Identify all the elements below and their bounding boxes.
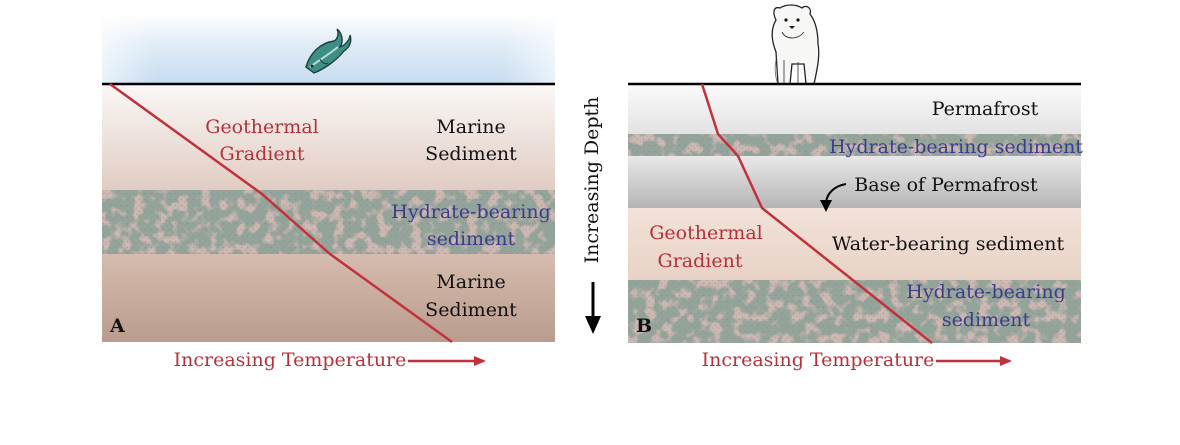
temperature-label-b: Increasing Temperature bbox=[702, 349, 935, 371]
depth-arrow-head bbox=[585, 316, 601, 334]
geothermal-gradient-line-b bbox=[700, 83, 933, 344]
hydrate-bottom-label-line1: Hydrate-bearing bbox=[906, 281, 1065, 303]
panel-letter-a: A bbox=[109, 315, 125, 337]
marine-top-label-line1: Marine bbox=[436, 116, 505, 138]
hydrate-label-a-line2: sediment bbox=[427, 228, 516, 250]
geothermal-label-b-line2: Gradient bbox=[658, 250, 743, 272]
base-permafrost-layer bbox=[628, 156, 1081, 208]
geothermal-label-a-line1: Geothermal bbox=[205, 116, 318, 138]
panel-b: Permafrost Hydrate-bearing sediment Base… bbox=[628, 4, 1083, 371]
polar-bear-icon bbox=[771, 4, 820, 85]
panel-a: Geothermal Gradient Marine Sediment Hydr… bbox=[102, 14, 555, 371]
hydrate-top-label: Hydrate-bearing sediment bbox=[829, 136, 1083, 158]
depth-axis: Increasing Depth bbox=[581, 97, 603, 334]
panel-letter-b: B bbox=[636, 315, 652, 337]
hydrate-bottom-label-line2: sediment bbox=[942, 309, 1031, 331]
marine-bottom-label-line1: Marine bbox=[436, 271, 505, 293]
marine-top-label-line2: Sediment bbox=[425, 143, 517, 165]
hydrate-label-a-line1: Hydrate-bearing bbox=[391, 201, 550, 223]
depth-label: Increasing Depth bbox=[581, 97, 603, 264]
temperature-label-a: Increasing Temperature bbox=[174, 349, 407, 371]
water-bearing-layer bbox=[628, 208, 1081, 280]
water-bearing-label: Water-bearing sediment bbox=[832, 233, 1065, 255]
base-permafrost-label: Base of Permafrost bbox=[854, 174, 1038, 196]
geothermal-gradient-line-a bbox=[109, 82, 453, 344]
permafrost-label: Permafrost bbox=[932, 98, 1039, 120]
geothermal-label-a-line2: Gradient bbox=[220, 143, 305, 165]
marine-sediment-upper bbox=[102, 84, 555, 190]
marine-bottom-label-line2: Sediment bbox=[425, 299, 517, 321]
marine-sediment-lower bbox=[102, 254, 555, 342]
fish-icon bbox=[305, 28, 352, 74]
geothermal-label-b-line1: Geothermal bbox=[649, 222, 762, 244]
